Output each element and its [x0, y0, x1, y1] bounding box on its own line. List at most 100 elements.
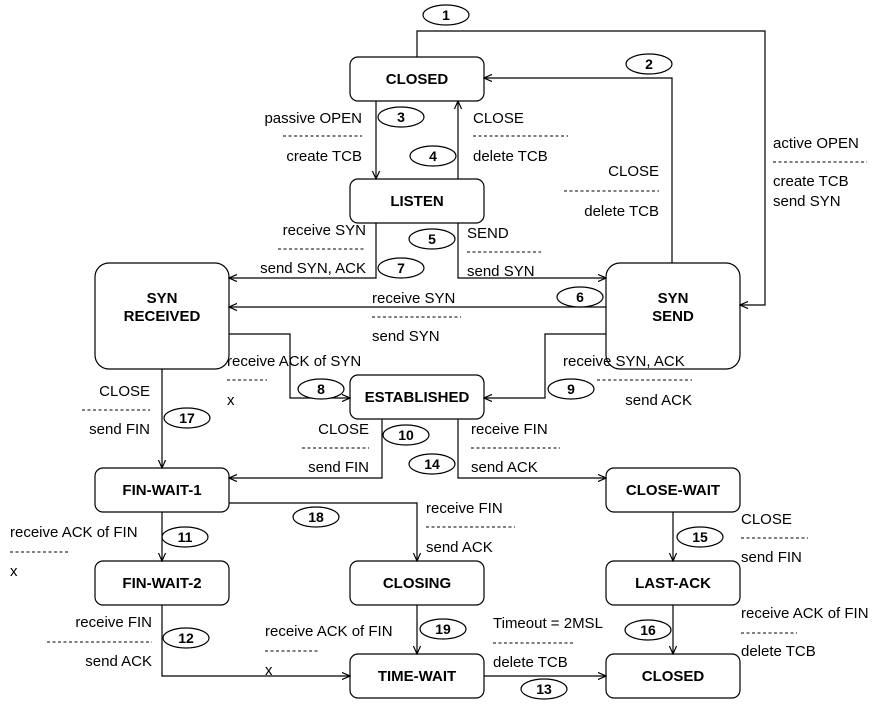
badge-4	[409, 145, 457, 167]
label-close-10: CLOSE	[318, 421, 369, 438]
label-close-4: CLOSE	[473, 110, 524, 127]
state-label-last-ack: LAST-ACK	[635, 575, 711, 592]
label-create-tcb-1: create TCB	[773, 173, 849, 190]
badge-3	[377, 106, 425, 128]
state-label-syn-send-1: SYN	[658, 290, 689, 307]
badge-number-14: 14	[424, 456, 440, 472]
badge-5	[408, 228, 456, 250]
badge-number-10: 10	[398, 427, 414, 443]
arrow-18-fin-wait-1-to-closing	[229, 502, 417, 561]
arrow-1-closed-to-syn-send	[416, 30, 766, 305]
badge-10	[382, 424, 430, 446]
state-label-closing: CLOSING	[383, 575, 451, 592]
label-send-syn-1: send SYN	[773, 193, 841, 210]
badge-number-16: 16	[640, 622, 656, 638]
label-receive-ack-of-syn-8: receive ACK of SYN	[227, 353, 361, 370]
badge-number-7: 7	[397, 260, 405, 276]
state-listen	[349, 178, 485, 224]
label-receive-fin-14: receive FIN	[471, 421, 548, 438]
badge-number-18: 18	[308, 509, 324, 525]
label-close-2: CLOSE	[608, 163, 659, 180]
arrow-10-established-to-fin-wait-1	[229, 419, 383, 478]
label-x-19: x	[265, 662, 273, 679]
label-send-ack-14: send ACK	[471, 459, 538, 476]
badge-number-9: 9	[567, 381, 575, 397]
label-send-fin-10: send FIN	[308, 459, 369, 476]
badge-11	[161, 526, 209, 548]
label-delete-tcb-2: delete TCB	[584, 203, 659, 220]
arrow-5-listen-to-syn-send	[457, 223, 606, 278]
badge-19	[419, 618, 467, 640]
state-label-closed-bottom: CLOSED	[642, 668, 705, 685]
label-receive-syn-ack-9: receive SYN, ACK	[563, 353, 685, 370]
label-create-tcb-3: create TCB	[286, 148, 362, 165]
arrow-12-fin-wait-2-to-time-wait	[161, 605, 350, 676]
state-label-time-wait: TIME-WAIT	[378, 668, 456, 685]
label-receive-syn-6: receive SYN	[372, 290, 455, 307]
badge-16	[624, 619, 672, 641]
badge-9	[547, 378, 595, 400]
label-send-5: SEND	[467, 225, 509, 242]
label-receive-ack-of-fin-11: receive ACK of FIN	[10, 524, 138, 541]
badge-14	[408, 453, 456, 475]
badge-number-4: 4	[429, 148, 437, 164]
badge-8	[297, 378, 345, 400]
badge-18	[292, 506, 340, 528]
arrow-2-syn-send-to-closed	[484, 78, 673, 263]
badge-number-12: 12	[178, 630, 194, 646]
state-label-syn-received-2: RECEIVED	[124, 308, 201, 325]
label-receive-ack-of-fin-19: receive ACK of FIN	[265, 623, 393, 640]
badge-number-11: 11	[178, 529, 193, 545]
label-send-ack-18: send ACK	[426, 539, 493, 556]
badge-15	[676, 526, 724, 548]
badge-number-3: 3	[397, 109, 405, 125]
state-label-established: ESTABLISHED	[365, 389, 470, 406]
badge-6	[556, 286, 604, 308]
label-x-11: x	[10, 563, 18, 580]
label-passive-open: passive OPEN	[264, 110, 362, 127]
label-send-ack-12: send ACK	[85, 653, 152, 670]
badge-12	[162, 627, 210, 649]
badge-number-15: 15	[692, 529, 708, 545]
label-send-syn-6: send SYN	[372, 328, 440, 345]
badge-7	[377, 257, 425, 279]
label-active-open: active OPEN	[773, 135, 859, 152]
state-label-closed-top: CLOSED	[386, 71, 449, 88]
label-send-fin-15: send FIN	[741, 549, 802, 566]
badge-number-2: 2	[645, 56, 653, 72]
state-syn-send	[605, 262, 741, 370]
label-receive-ack-of-fin-16: receive ACK of FIN	[741, 605, 869, 622]
label-send-syn-ack-7: send SYN, ACK	[260, 260, 366, 277]
state-label-syn-send-2: SEND	[652, 308, 694, 325]
label-send-ack-9: send ACK	[625, 392, 692, 409]
state-label-syn-received-1: SYN	[147, 290, 178, 307]
badge-number-13: 13	[536, 681, 552, 697]
label-send-fin-17: send FIN	[89, 421, 150, 438]
badge-number-1: 1	[442, 7, 450, 23]
badge-number-6: 6	[576, 289, 584, 305]
badge-2	[625, 53, 673, 75]
badge-number-5: 5	[428, 231, 436, 247]
label-send-syn-5: send SYN	[467, 263, 535, 280]
badge-13	[520, 678, 568, 700]
arrow-9-syn-send-to-established	[484, 333, 606, 398]
label-delete-tcb-13: delete TCB	[493, 654, 568, 671]
label-delete-tcb-16: delete TCB	[741, 643, 816, 660]
arrow-7-listen-to-syn-received	[229, 223, 377, 278]
arrow-14-established-to-close-wait	[457, 419, 606, 478]
state-label-close-wait: CLOSE-WAIT	[626, 482, 720, 499]
badge-number-8: 8	[317, 381, 325, 397]
label-close-15: CLOSE	[741, 511, 792, 528]
label-receive-fin-18: receive FIN	[426, 500, 503, 517]
label-receive-syn-7: receive SYN	[283, 222, 366, 239]
badge-number-17: 17	[179, 410, 195, 426]
label-close-17: CLOSE	[99, 383, 150, 400]
label-delete-tcb-4: delete TCB	[473, 148, 548, 165]
label-x-8: x	[227, 392, 235, 409]
state-label-fin-wait-2: FIN-WAIT-2	[122, 575, 201, 592]
badge-1	[422, 4, 470, 26]
state-label-listen: LISTEN	[390, 193, 443, 210]
badge-number-19: 19	[435, 621, 451, 637]
label-receive-fin-12: receive FIN	[75, 614, 152, 631]
